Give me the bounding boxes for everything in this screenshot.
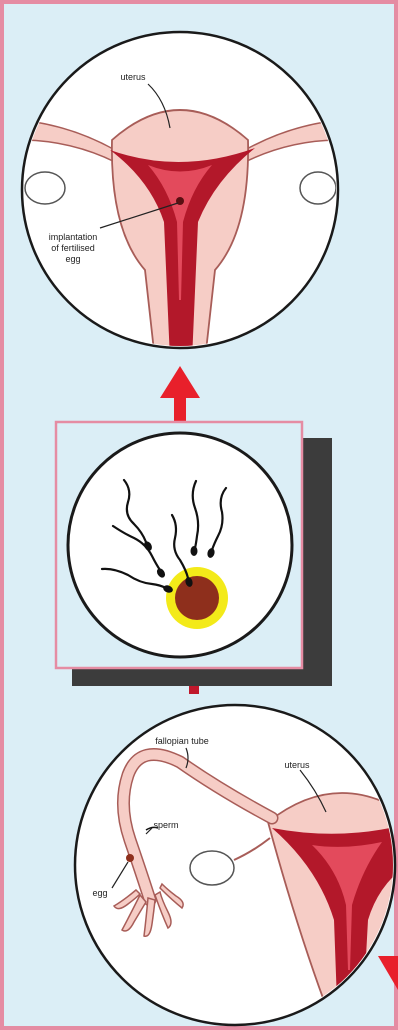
egg-in-tube-icon xyxy=(126,854,134,862)
fertilisation-box xyxy=(56,422,332,686)
right-ovary xyxy=(300,172,336,204)
sperm-label: sperm xyxy=(153,820,178,830)
implantation-label-line2: of fertilised xyxy=(51,243,95,253)
fallopian-tube-label: fallopian tube xyxy=(155,736,209,746)
egg-icon xyxy=(175,576,219,620)
implantation-label-line3: egg xyxy=(65,254,80,264)
top-uterus-label: uterus xyxy=(120,72,146,82)
egg-label: egg xyxy=(92,888,107,898)
left-ovary xyxy=(25,172,65,204)
ovary xyxy=(190,851,234,885)
implantation-label-line1: implantation xyxy=(49,232,98,242)
bottom-uterus-label: uterus xyxy=(284,760,310,770)
